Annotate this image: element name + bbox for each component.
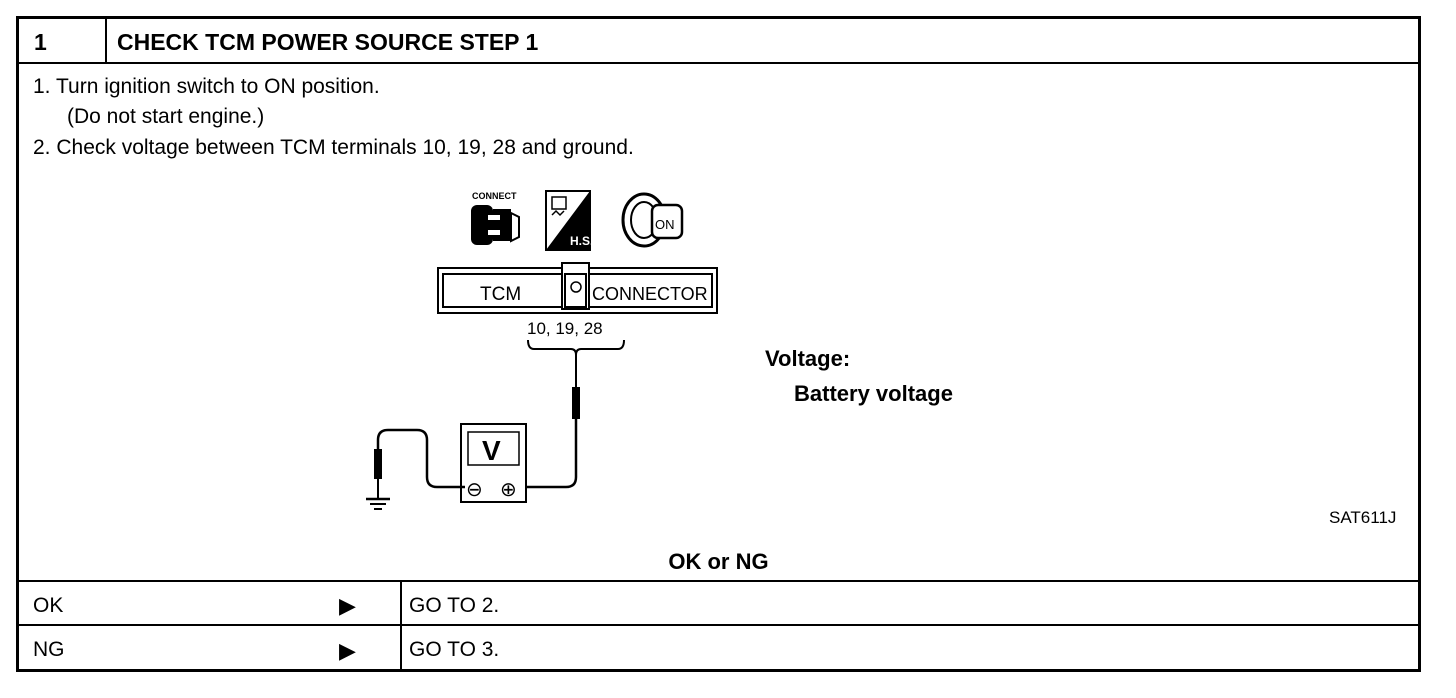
terminal-numbers: 10, 19, 28 xyxy=(527,319,603,338)
connect-icon: CONNECT xyxy=(471,191,520,245)
connector-label-connector: CONNECTOR xyxy=(592,284,708,304)
key-on-label: ON xyxy=(655,217,675,232)
result-ok-action: GO TO 2. xyxy=(409,594,500,617)
meter-v-label: V xyxy=(482,435,501,466)
negative-wire xyxy=(376,428,465,489)
terminal-brace xyxy=(527,339,625,356)
connector-label-tcm: TCM xyxy=(480,284,521,305)
result-ng-arrow-icon: ▶ xyxy=(339,638,356,663)
spec-value: Battery voltage xyxy=(794,381,953,406)
step-number-divider xyxy=(105,19,107,62)
result-ok-arrow-icon: ▶ xyxy=(339,593,356,618)
result-column-divider xyxy=(400,580,402,669)
instruction-1-note: (Do not start engine.) xyxy=(67,105,265,128)
result-divider-2 xyxy=(19,624,1418,626)
spec-label: Voltage: xyxy=(765,346,851,371)
result-prompt: OK or NG xyxy=(668,549,769,574)
negative-probe xyxy=(374,449,382,479)
header-divider xyxy=(19,62,1418,64)
result-ok-label: OK xyxy=(33,594,64,617)
step-number: 1 xyxy=(34,29,47,55)
meter-minus-terminal: ⊖ xyxy=(466,479,483,501)
tcm-connector: TCM CONNECTOR xyxy=(437,262,718,314)
positive-probe xyxy=(572,387,580,419)
connect-label: CONNECT xyxy=(472,191,517,201)
wiring-diagram: CONNECT H.S. ON TC xyxy=(366,190,718,510)
ignition-key-on-icon: ON xyxy=(621,192,684,248)
instruction-2: 2. Check voltage between TCM terminals 1… xyxy=(33,136,634,159)
hand-service-icon: H.S. xyxy=(545,190,593,251)
ground-icon xyxy=(366,497,390,510)
result-divider-1 xyxy=(19,580,1418,582)
hs-label: H.S. xyxy=(570,234,593,248)
instruction-1: 1. Turn ignition switch to ON position. xyxy=(33,75,380,98)
voltmeter: V ⊖ ⊕ xyxy=(460,423,527,503)
result-ng-action: GO TO 3. xyxy=(409,638,500,661)
step-title: CHECK TCM POWER SOURCE STEP 1 xyxy=(117,29,539,55)
figure-id: SAT611J xyxy=(1329,508,1397,527)
procedure-table: 1 CHECK TCM POWER SOURCE STEP 1 1. Turn … xyxy=(16,16,1421,672)
meter-plus-terminal: ⊕ xyxy=(500,479,517,501)
result-ng-label: NG xyxy=(33,638,65,661)
